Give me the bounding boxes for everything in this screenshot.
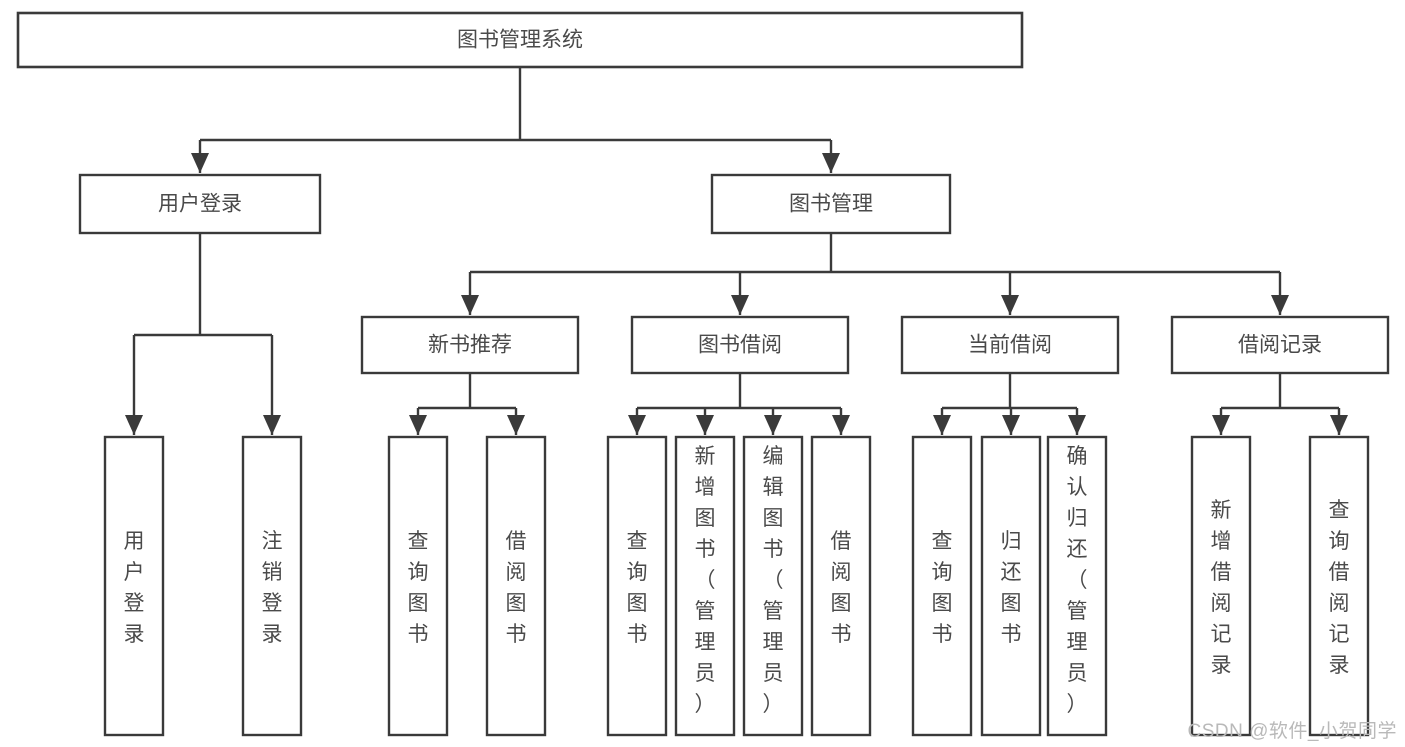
node-label-leaf-return-book: 归还图书 xyxy=(1001,530,1022,646)
node-box-leaf-query-book-cb[interactable] xyxy=(911,435,973,737)
node-leaf-query-book-nb[interactable]: 查询图书 xyxy=(387,435,449,737)
node-box-leaf-borrow-book-nb[interactable] xyxy=(485,435,547,737)
node-label-leaf-query-book-nb: 查询图书 xyxy=(408,530,429,646)
node-box-book-borrow[interactable] xyxy=(630,315,850,375)
node-current-borrow[interactable]: 当前借阅 xyxy=(900,315,1120,375)
arrow-head xyxy=(507,415,525,435)
node-leaf-query-book-cb[interactable]: 查询图书 xyxy=(911,435,973,737)
arrow-head xyxy=(1001,295,1019,315)
node-book-borrow[interactable]: 图书借阅 xyxy=(630,315,850,375)
node-box-leaf-query-book-bb[interactable] xyxy=(606,435,668,737)
node-box-leaf-add-book[interactable] xyxy=(674,435,736,737)
arrow-head xyxy=(832,415,850,435)
arrow-head xyxy=(1212,415,1230,435)
arrow-head xyxy=(764,415,782,435)
node-box-leaf-edit-book[interactable] xyxy=(742,435,804,737)
node-box-current-borrow[interactable] xyxy=(900,315,1120,375)
node-box-borrow-record[interactable] xyxy=(1170,315,1390,375)
node-label-leaf-logout: 注销登录 xyxy=(262,530,283,646)
arrow-head xyxy=(409,415,427,435)
node-box-new-book-recommend[interactable] xyxy=(360,315,580,375)
node-box-root[interactable] xyxy=(16,11,1024,69)
node-box-leaf-logout[interactable] xyxy=(241,435,303,737)
node-label-root: 图书管理系统 xyxy=(457,29,583,52)
node-box-leaf-confirm-return[interactable] xyxy=(1046,435,1108,737)
node-leaf-edit-book[interactable]: 编辑图书（管理员） xyxy=(742,435,804,737)
node-label-current-borrow: 当前借阅 xyxy=(968,334,1052,357)
node-label-leaf-query-book-cb: 查询图书 xyxy=(932,530,953,646)
arrow-head xyxy=(191,153,209,173)
arrow-head xyxy=(1068,415,1086,435)
node-leaf-user-login[interactable]: 用户登录 xyxy=(103,435,165,737)
arrow-head xyxy=(696,415,714,435)
node-borrow-record[interactable]: 借阅记录 xyxy=(1170,315,1390,375)
node-label-borrow-record: 借阅记录 xyxy=(1238,334,1322,357)
node-box-book-manage[interactable] xyxy=(710,173,952,235)
node-label-leaf-add-record: 新增借阅记录 xyxy=(1211,499,1232,677)
arrow-head xyxy=(263,415,281,435)
node-label-leaf-borrow-book-bb: 借阅图书 xyxy=(831,530,852,646)
arrow-head xyxy=(1002,415,1020,435)
node-leaf-query-record[interactable]: 查询借阅记录 xyxy=(1308,435,1370,737)
node-label-leaf-add-book: 新增图书（管理员） xyxy=(695,445,716,716)
arrow-head xyxy=(461,295,479,315)
arrow-head xyxy=(1330,415,1348,435)
node-leaf-confirm-return[interactable]: 确认归还（管理员） xyxy=(1046,435,1108,737)
arrow-head xyxy=(933,415,951,435)
node-box-user-login[interactable] xyxy=(78,173,322,235)
node-label-leaf-confirm-return: 确认归还（管理员） xyxy=(1067,445,1088,716)
node-label-leaf-query-record: 查询借阅记录 xyxy=(1329,499,1350,677)
node-leaf-return-book[interactable]: 归还图书 xyxy=(980,435,1042,737)
node-label-new-book-recommend: 新书推荐 xyxy=(428,334,512,357)
node-label-book-manage: 图书管理 xyxy=(789,193,873,216)
node-new-book-recommend[interactable]: 新书推荐 xyxy=(360,315,580,375)
node-leaf-query-book-bb[interactable]: 查询图书 xyxy=(606,435,668,737)
node-box-leaf-query-book-nb[interactable] xyxy=(387,435,449,737)
node-layer: 图书管理系统用户登录图书管理新书推荐图书借阅当前借阅借阅记录用户登录注销登录查询… xyxy=(16,11,1390,737)
node-leaf-borrow-book-nb[interactable]: 借阅图书 xyxy=(485,435,547,737)
node-label-user-login: 用户登录 xyxy=(158,193,242,216)
node-box-leaf-user-login[interactable] xyxy=(103,435,165,737)
connector-layer xyxy=(125,67,1348,435)
node-label-leaf-borrow-book-nb: 借阅图书 xyxy=(506,530,527,646)
node-label-leaf-query-book-bb: 查询图书 xyxy=(627,530,648,646)
node-box-leaf-add-record[interactable] xyxy=(1190,435,1252,737)
node-root[interactable]: 图书管理系统 xyxy=(16,11,1024,69)
arrow-head xyxy=(125,415,143,435)
node-label-leaf-edit-book: 编辑图书（管理员） xyxy=(763,445,784,716)
arrow-head xyxy=(1271,295,1289,315)
node-leaf-add-book[interactable]: 新增图书（管理员） xyxy=(674,435,736,737)
node-label-book-borrow: 图书借阅 xyxy=(698,334,782,357)
node-book-manage[interactable]: 图书管理 xyxy=(710,173,952,235)
node-box-leaf-borrow-book-bb[interactable] xyxy=(810,435,872,737)
arrow-head xyxy=(731,295,749,315)
node-box-leaf-return-book[interactable] xyxy=(980,435,1042,737)
node-leaf-add-record[interactable]: 新增借阅记录 xyxy=(1190,435,1252,737)
node-leaf-borrow-book-bb[interactable]: 借阅图书 xyxy=(810,435,872,737)
arrow-head xyxy=(628,415,646,435)
arrow-head xyxy=(822,153,840,173)
node-user-login[interactable]: 用户登录 xyxy=(78,173,322,235)
node-box-leaf-query-record[interactable] xyxy=(1308,435,1370,737)
node-label-leaf-user-login: 用户登录 xyxy=(124,530,145,646)
node-leaf-logout[interactable]: 注销登录 xyxy=(241,435,303,737)
